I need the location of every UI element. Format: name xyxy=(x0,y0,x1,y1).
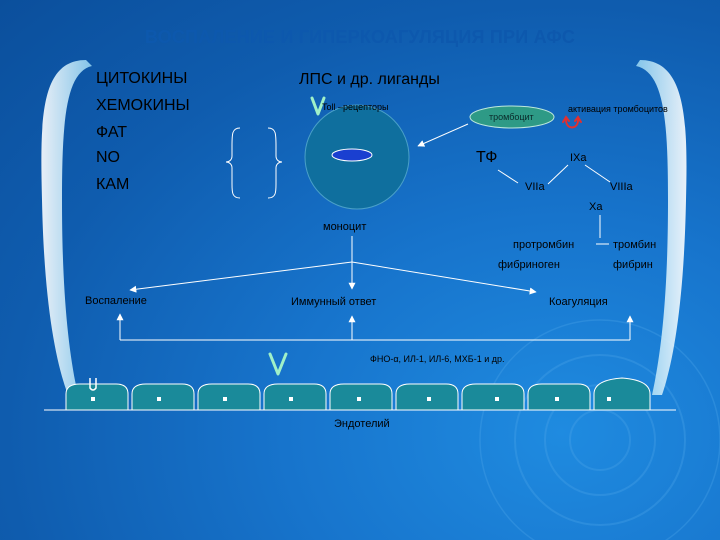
endothelial-cell xyxy=(461,383,525,411)
immune-response-label: Иммунный ответ xyxy=(291,296,377,308)
mediator-no: NO xyxy=(96,149,120,166)
platelet-label: тромбоцит xyxy=(489,112,534,122)
brace-left xyxy=(225,127,241,199)
monocyte-label: моноцит xyxy=(323,221,367,233)
line-ixa-viiia xyxy=(584,164,611,183)
endothelial-cells xyxy=(65,377,651,411)
mediator-chemokines: ХЕМОКИНЫ xyxy=(96,97,190,114)
endothelial-nucleus xyxy=(91,397,95,401)
endothelial-receptor-icon xyxy=(268,352,288,376)
arrow-to-inflammation xyxy=(129,261,353,293)
endothelial-nucleus xyxy=(427,397,431,401)
cytokines-list-label: ФНО-α, ИЛ-1, ИЛ-6, МХБ-1 и др. xyxy=(370,354,505,364)
prothrombin-label: протромбин xyxy=(513,239,575,251)
mediator-cytokines: ЦИТОКИНЫ xyxy=(96,70,188,87)
page-title: ВОСПАЛЕНИЕ И ГИПЕРКОАГУЛЯЦИЯ ПРИ АФС xyxy=(144,27,576,47)
ligands-label: ЛПС и др. лиганды xyxy=(299,71,440,88)
inflammation-label: Воспаление xyxy=(85,295,147,307)
mediator-paf: ФАТ xyxy=(96,124,128,141)
xa-label: Xa xyxy=(589,201,603,213)
viia-label: VIIa xyxy=(525,181,545,193)
endothelial-nucleus xyxy=(607,397,611,401)
viiia-label: VIIIa xyxy=(610,181,633,193)
ixa-label: IXa xyxy=(570,152,587,164)
endothelium-label: Эндотелий xyxy=(334,418,390,430)
arrow-to-coagulation xyxy=(351,261,537,295)
background-ripples xyxy=(479,319,720,540)
fibrinogen-label: фибриноген xyxy=(498,259,560,271)
line-tf-to-viia xyxy=(497,169,519,184)
vessel-wall-right xyxy=(636,60,687,395)
platelet-cell xyxy=(469,105,555,129)
brace-right xyxy=(267,127,283,199)
toll-receptor-icon xyxy=(310,96,326,116)
fibrin-label: фибрин xyxy=(613,259,653,271)
endothelial-nucleus xyxy=(495,397,499,401)
arrow-platelet-to-monocyte xyxy=(417,123,469,147)
coagulation-label: Коагуляция xyxy=(549,296,608,308)
platelet-activation-label: активация тромбоцитов xyxy=(568,104,668,114)
line-ixa-viia xyxy=(547,164,569,185)
endothelial-cell xyxy=(131,383,195,411)
vessel-wall-left xyxy=(41,60,92,395)
activated-platelet-icon xyxy=(562,115,582,129)
endothelial-cell xyxy=(593,377,651,411)
mediator-cam: КАМ xyxy=(96,176,130,193)
endothelial-cell xyxy=(65,383,129,411)
endothelial-nucleus xyxy=(223,397,227,401)
endothelial-cell xyxy=(263,383,327,411)
endothelial-nucleus xyxy=(555,397,559,401)
toll-receptors-label: Toll –рецепторы xyxy=(322,102,389,112)
monocyte-nucleus xyxy=(331,148,373,162)
endothelial-nucleus xyxy=(357,397,361,401)
thrombin-label: тромбин xyxy=(613,239,657,251)
tf-label: ТФ xyxy=(476,149,498,166)
endothelial-nucleus xyxy=(289,397,293,401)
endothelial-cell xyxy=(197,383,261,411)
endothelial-receptor-small-icon xyxy=(89,378,97,391)
endothelial-nucleus xyxy=(157,397,161,401)
